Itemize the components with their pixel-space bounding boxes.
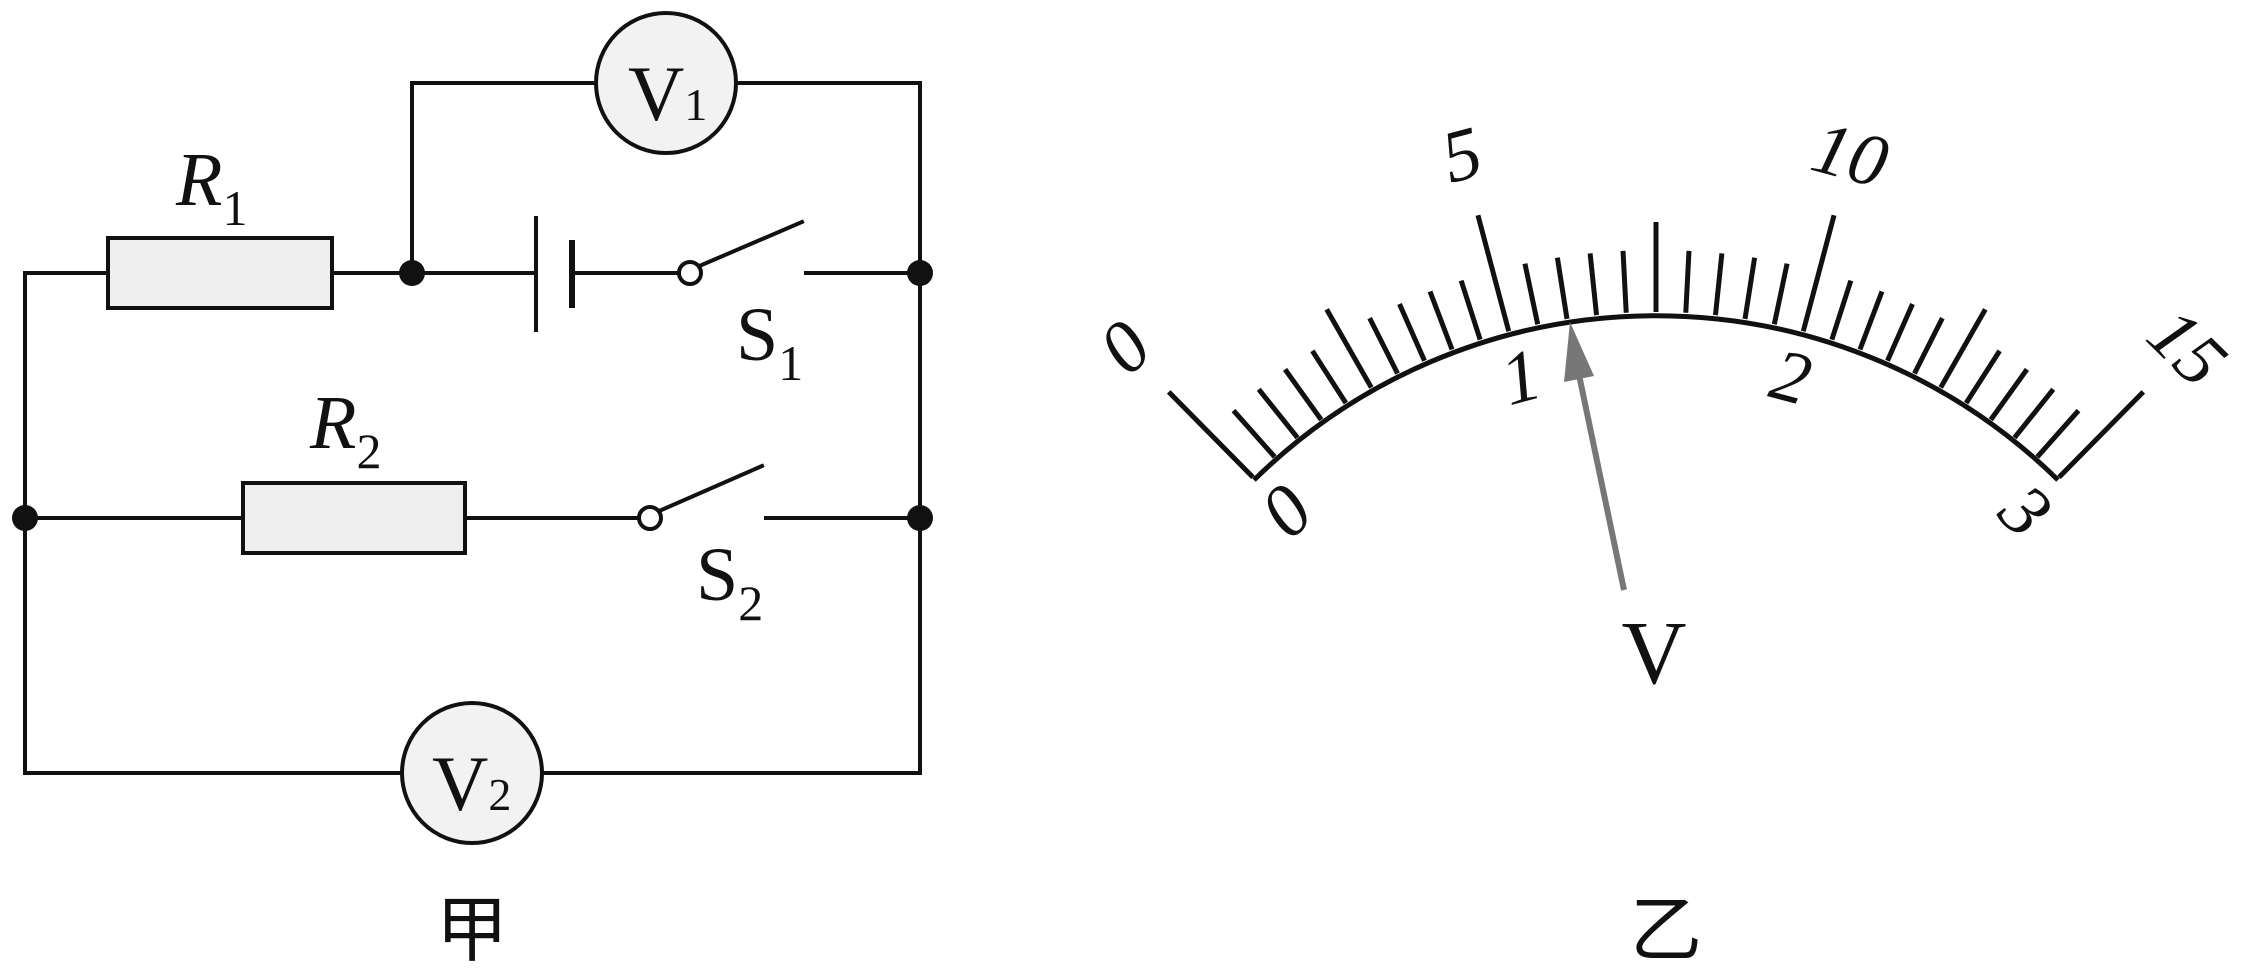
voltmeter-v2-circle [400, 701, 544, 845]
dial-tick [1712, 253, 1725, 316]
dial-labels: 0 5 10 15 0 1 2 3 [1083, 106, 2241, 553]
needle-arrowhead [1564, 322, 1594, 382]
dial-tick [1256, 387, 1300, 440]
resistor-r2-subscript: 2 [356, 423, 381, 479]
junction-dot [12, 505, 38, 531]
dial-tick [1964, 349, 2002, 405]
junction-dot [907, 505, 933, 531]
switch1-subscript: 1 [778, 335, 803, 391]
dial-tick [1458, 279, 1483, 341]
resistor-r1-subscript: 1 [222, 180, 247, 236]
resistor-r1-symbol: R [175, 138, 222, 222]
switch2-symbol: S [696, 533, 738, 617]
dial-tick [2035, 408, 2081, 459]
svg-text:R1: R1 [175, 138, 247, 236]
outer-scale-label: 15 [2132, 293, 2241, 403]
voltmeter-v1-symbol: V [628, 50, 684, 137]
dial-tick [1587, 253, 1600, 316]
inner-scale-label: 1 [1493, 333, 1550, 422]
svg-text:S2: S2 [696, 533, 763, 631]
dial-tick [1988, 367, 2029, 422]
dial-tick [1742, 257, 1758, 320]
dial-tick [1283, 367, 1324, 422]
dial-tick [1324, 308, 1374, 389]
dial-tick [2012, 387, 2056, 440]
dial-tick [1771, 263, 1790, 325]
dial-tick [1554, 257, 1570, 320]
needle-shaft [1575, 369, 1627, 591]
dial-tick [1522, 263, 1541, 325]
resistor-r2 [241, 481, 467, 555]
dial-ticks [1166, 214, 2146, 480]
dial-tick [1310, 349, 1348, 405]
voltmeter-v1-circle [594, 11, 738, 155]
svg-text:V2: V2 [432, 740, 511, 827]
outer-scale-label: 10 [1804, 106, 1897, 204]
voltmeter-v2-subscript: 2 [488, 769, 511, 820]
dial-tick [1857, 290, 1885, 351]
voltmeter-v2-symbol: V [432, 740, 488, 827]
dial-tick [1885, 303, 1915, 362]
inner-scale-label: 0 [1245, 469, 1329, 553]
svg-text:R2: R2 [309, 381, 381, 479]
dial-tick [1427, 290, 1455, 351]
dial-tick [2057, 390, 2146, 480]
switch1-blade [687, 219, 805, 273]
dial-tick [1829, 279, 1854, 341]
circuit-diagram: V1 V2 R1 R2 S1 S2 甲 [12, 11, 933, 972]
wire-v1-branch [410, 81, 598, 275]
dial-tick [1800, 214, 1837, 332]
junction-dot [399, 260, 425, 286]
inner-scale-label: 3 [1983, 469, 2068, 554]
svg-text:V1: V1 [628, 50, 707, 137]
dial-tick [1166, 390, 1255, 480]
dial-unit-label: V [1622, 604, 1687, 703]
junction-dot [907, 260, 933, 286]
dial-tick [1367, 316, 1400, 375]
voltmeter-v1: V1 [594, 11, 738, 155]
dial-tick [1620, 250, 1629, 313]
dial-tick [1475, 214, 1512, 332]
switch1-symbol: S [736, 293, 778, 377]
switch2-pivot [637, 505, 663, 531]
switch2-subscript: 2 [738, 575, 763, 631]
dial-tick [1912, 316, 1945, 375]
dial-tick [1397, 303, 1427, 362]
dial-tick [1683, 250, 1692, 313]
resistor-r1 [106, 236, 334, 310]
dial-tick [1231, 408, 1277, 459]
voltmeter-v2: V2 [400, 701, 544, 845]
outer-scale-label: 5 [1434, 111, 1491, 200]
dial-caption: 乙 [1630, 888, 1702, 972]
switch1-pivot [677, 260, 703, 286]
voltmeter-v1-subscript: 1 [684, 79, 707, 130]
svg-text:S1: S1 [736, 293, 803, 391]
inner-scale-label: 2 [1763, 333, 1820, 422]
resistor-r2-symbol: R [309, 381, 356, 465]
dial-tick [1938, 308, 1988, 389]
outer-scale-label: 0 [1083, 306, 1167, 390]
switch2-blade [647, 463, 765, 518]
voltmeter-dial: 0 5 10 15 0 1 2 3 V 乙 [1083, 106, 2241, 972]
dial-arc [1252, 313, 2060, 482]
circuit-caption: 甲 [436, 888, 508, 972]
